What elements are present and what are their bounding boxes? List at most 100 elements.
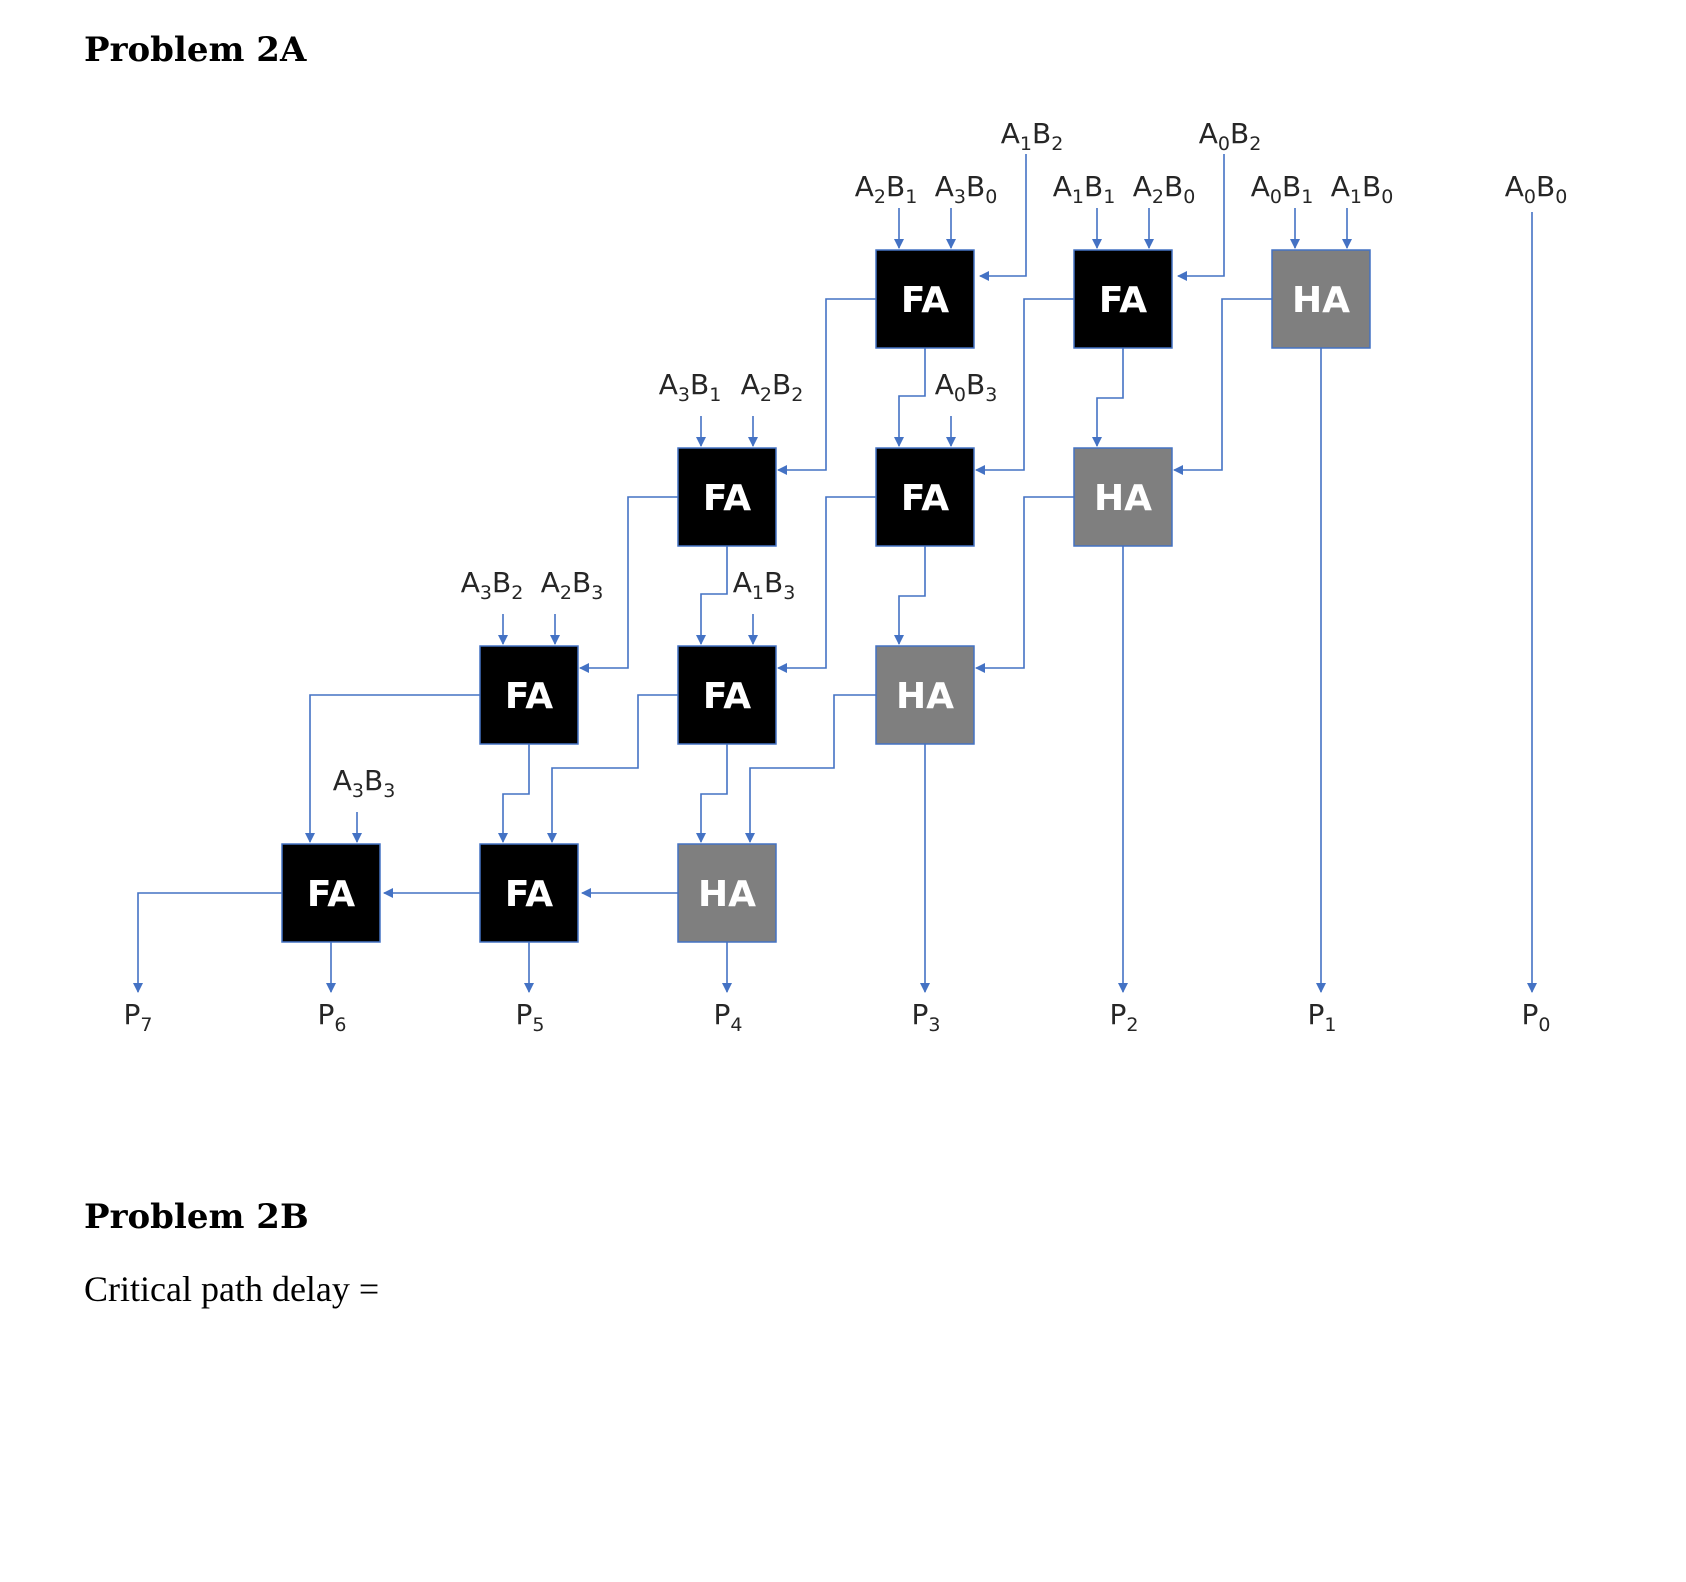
input-label-a2b3: A2B3 bbox=[541, 566, 604, 604]
cell-kind-label: HA bbox=[698, 874, 756, 915]
wire-sum-r2c1-to-r3c1 bbox=[894, 546, 926, 645]
label-part: 1 bbox=[1301, 186, 1313, 208]
label-part: B bbox=[1536, 170, 1555, 203]
label-part: 0 bbox=[1270, 186, 1282, 208]
label-part: 2 bbox=[511, 582, 523, 604]
cell-box bbox=[875, 249, 975, 349]
cell-kind-label: FA bbox=[901, 478, 949, 519]
wire-sum-r1c1-to-r2c1 bbox=[894, 348, 926, 447]
label-part: 2 bbox=[760, 384, 772, 406]
cell-kind-label: FA bbox=[703, 676, 751, 717]
label-part: 5 bbox=[532, 1014, 544, 1036]
input-label-a3b0: A3B0 bbox=[935, 170, 998, 208]
output-label-p6: P6 bbox=[318, 998, 347, 1036]
input-label-a1b1: A1B1 bbox=[1053, 170, 1116, 208]
cell-box bbox=[479, 843, 579, 943]
cell-fa-r4c-2: FA bbox=[281, 843, 381, 943]
label-part: A bbox=[855, 170, 874, 203]
output-label-p2: P2 bbox=[1110, 998, 1139, 1036]
cell-box bbox=[1073, 249, 1173, 349]
output-label-p7: P7 bbox=[124, 998, 153, 1036]
label-part: B bbox=[1230, 117, 1249, 150]
input-label-a2b1: A2B1 bbox=[855, 170, 918, 208]
input-label-a3b1: A3B1 bbox=[659, 368, 722, 406]
output-label-p5: P5 bbox=[516, 998, 545, 1036]
label-part: A bbox=[1505, 170, 1524, 203]
cell-box bbox=[875, 447, 975, 547]
cell-box bbox=[875, 645, 975, 745]
label-part: B bbox=[1282, 170, 1301, 203]
input-label-a1b0: A1B0 bbox=[1331, 170, 1394, 208]
label-part: B bbox=[966, 170, 985, 203]
label-part: P bbox=[714, 998, 731, 1031]
cell-fa-r4c-1: FA bbox=[479, 843, 579, 943]
label-part: B bbox=[1362, 170, 1381, 203]
label-part: A bbox=[935, 368, 954, 401]
cell-kind-label: HA bbox=[1292, 280, 1350, 321]
cell-fa-r1c1: FA bbox=[875, 249, 975, 349]
label-part: B bbox=[764, 566, 783, 599]
cell-box bbox=[677, 843, 777, 943]
input-label-a0b2: A0B2 bbox=[1199, 117, 1262, 155]
label-part: 3 bbox=[678, 384, 690, 406]
label-part: P bbox=[516, 998, 533, 1031]
cell-fa-r2c1: FA bbox=[875, 447, 975, 547]
label-part: 6 bbox=[334, 1014, 346, 1036]
input-label-a3b2: A3B2 bbox=[461, 566, 524, 604]
input-label-a2b0: A2B0 bbox=[1133, 170, 1196, 208]
label-part: 2 bbox=[1249, 133, 1261, 155]
label-part: 1 bbox=[1020, 133, 1032, 155]
wire-carry-r3c0-to-r4c-1 bbox=[547, 694, 678, 843]
label-part: P bbox=[1522, 998, 1539, 1031]
cell-fa-r3c-1: FA bbox=[479, 645, 579, 745]
label-part: 1 bbox=[709, 384, 721, 406]
cell-kind-label: HA bbox=[896, 676, 954, 717]
wire-a0b2 bbox=[1177, 154, 1225, 281]
cell-box bbox=[677, 645, 777, 745]
label-part: B bbox=[1164, 170, 1183, 203]
label-part: 2 bbox=[1126, 1014, 1138, 1036]
label-part: 0 bbox=[1538, 1014, 1550, 1036]
input-label-a3b3: A3B3 bbox=[333, 764, 396, 802]
wire-carry-r2c1-to-r3c0 bbox=[777, 496, 876, 673]
label-part: P bbox=[1308, 998, 1325, 1031]
label-part: B bbox=[1032, 117, 1051, 150]
wire-sum-r3c-1-to-r4c-1 bbox=[498, 744, 530, 843]
label-part: A bbox=[1053, 170, 1072, 203]
input-label-a0b1: A0B1 bbox=[1251, 170, 1314, 208]
wire-carry-r3c-1-to-r4c-2 bbox=[305, 694, 480, 843]
label-part: 3 bbox=[985, 384, 997, 406]
cell-kind-label: FA bbox=[901, 280, 949, 321]
wire-sum-r1c2-to-r2c2 bbox=[1092, 348, 1124, 447]
label-part: B bbox=[1084, 170, 1103, 203]
cell-box bbox=[1271, 249, 1371, 349]
label-part: A bbox=[333, 764, 352, 797]
label-part: 0 bbox=[1524, 186, 1536, 208]
label-part: 0 bbox=[1218, 133, 1230, 155]
label-part: 2 bbox=[560, 582, 572, 604]
cell-kind-label: FA bbox=[505, 676, 553, 717]
label-part: A bbox=[1001, 117, 1020, 150]
label-part: 0 bbox=[985, 186, 997, 208]
cell-ha-r3c1: HA bbox=[875, 645, 975, 745]
wire-carry-r2c2-to-r3c1 bbox=[975, 496, 1074, 673]
label-part: 1 bbox=[905, 186, 917, 208]
input-label-a2b2: A2B2 bbox=[741, 368, 804, 406]
wire-carry-r1c1-to-r2c0 bbox=[777, 298, 876, 475]
cell-box bbox=[1073, 447, 1173, 547]
label-part: B bbox=[886, 170, 905, 203]
label-part: 3 bbox=[954, 186, 966, 208]
wire-carry-r1c2-to-r2c1 bbox=[975, 298, 1074, 475]
cell-box bbox=[479, 645, 579, 745]
label-part: A bbox=[1251, 170, 1270, 203]
wire-a1b2 bbox=[979, 154, 1027, 281]
input-label-a0b0: A0B0 bbox=[1505, 170, 1568, 208]
label-part: B bbox=[364, 764, 383, 797]
cell-box bbox=[281, 843, 381, 943]
label-part: 0 bbox=[954, 384, 966, 406]
output-label-p3: P3 bbox=[912, 998, 941, 1036]
label-part: P bbox=[124, 998, 141, 1031]
output-label-p4: P4 bbox=[714, 998, 743, 1036]
